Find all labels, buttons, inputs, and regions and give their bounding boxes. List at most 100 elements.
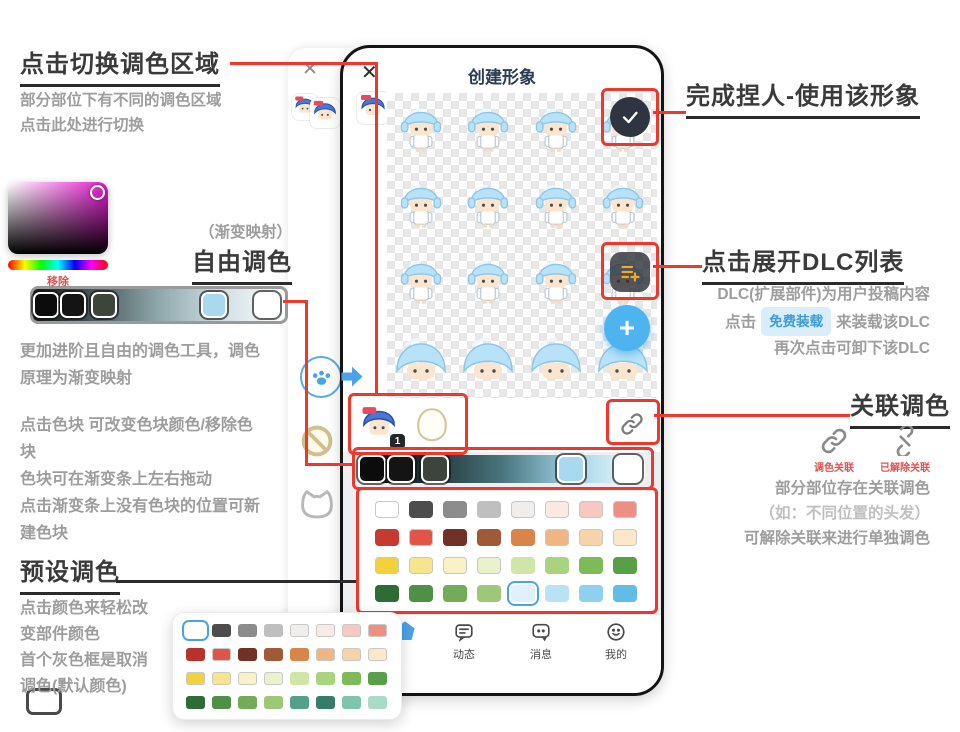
color-swatch[interactable] bbox=[545, 585, 569, 602]
character-sprite[interactable] bbox=[459, 254, 517, 312]
color-swatch[interactable] bbox=[375, 557, 399, 574]
color-swatch[interactable] bbox=[342, 696, 361, 709]
character-sprite[interactable] bbox=[459, 178, 517, 236]
gradient-stop-handle[interactable] bbox=[32, 292, 59, 318]
color-swatch[interactable] bbox=[342, 648, 361, 661]
color-swatch[interactable] bbox=[342, 624, 361, 637]
color-swatch[interactable] bbox=[316, 624, 335, 637]
color-swatch[interactable] bbox=[290, 624, 309, 637]
color-swatch[interactable] bbox=[613, 529, 637, 546]
color-swatch[interactable] bbox=[238, 672, 257, 685]
gradient-stop-handle[interactable] bbox=[90, 292, 117, 318]
character-sprite[interactable] bbox=[594, 178, 652, 236]
color-swatch[interactable] bbox=[212, 672, 231, 685]
color-swatch[interactable] bbox=[443, 557, 467, 574]
color-swatch[interactable] bbox=[511, 501, 535, 518]
gradient-stop-handle[interactable] bbox=[201, 292, 228, 318]
nav-messages[interactable]: 消息 bbox=[513, 621, 569, 662]
color-swatch[interactable] bbox=[212, 624, 231, 637]
color-swatch[interactable] bbox=[290, 672, 309, 685]
color-swatch[interactable] bbox=[443, 501, 467, 518]
color-swatch[interactable] bbox=[212, 648, 231, 661]
none-option-icon[interactable] bbox=[298, 422, 336, 460]
color-swatch[interactable] bbox=[238, 696, 257, 709]
color-swatch[interactable] bbox=[545, 501, 569, 518]
color-swatch[interactable] bbox=[477, 501, 501, 518]
character-sprite[interactable] bbox=[459, 102, 517, 160]
close-icon[interactable]: ✕ bbox=[361, 62, 378, 84]
color-swatch[interactable] bbox=[316, 648, 335, 661]
color-swatch[interactable] bbox=[579, 585, 603, 602]
color-swatch[interactable] bbox=[186, 672, 205, 685]
current-part-thumbnail[interactable] bbox=[357, 92, 389, 124]
color-swatch[interactable] bbox=[342, 672, 361, 685]
hue-slider[interactable] bbox=[8, 260, 108, 270]
color-swatch[interactable] bbox=[409, 557, 433, 574]
gradient-stop-handle[interactable] bbox=[386, 455, 415, 483]
color-swatch[interactable] bbox=[613, 501, 637, 518]
color-swatch[interactable] bbox=[511, 529, 535, 546]
color-swatch[interactable] bbox=[613, 585, 637, 602]
gradient-stop-handle[interactable] bbox=[557, 455, 586, 483]
color-swatch[interactable] bbox=[511, 557, 535, 574]
color-swatch[interactable] bbox=[375, 529, 399, 546]
gradient-stop-handle[interactable] bbox=[358, 455, 387, 483]
color-swatch[interactable] bbox=[368, 696, 387, 709]
color-swatch[interactable] bbox=[186, 648, 205, 661]
free-install-badge[interactable]: 免费装载 bbox=[761, 307, 832, 336]
color-swatch[interactable] bbox=[579, 529, 603, 546]
gradient-stop-handle[interactable] bbox=[420, 455, 449, 483]
saturation-value-picker[interactable] bbox=[8, 182, 108, 254]
color-swatch[interactable] bbox=[264, 624, 283, 637]
color-swatch[interactable] bbox=[264, 696, 283, 709]
picker-handle[interactable] bbox=[90, 185, 105, 200]
color-swatch[interactable] bbox=[613, 557, 637, 574]
gradient-map-bar[interactable] bbox=[358, 455, 645, 483]
color-swatch[interactable] bbox=[477, 557, 501, 574]
color-link-toggle-button[interactable] bbox=[615, 407, 649, 441]
color-swatch[interactable] bbox=[264, 648, 283, 661]
gradient-stop-handle[interactable] bbox=[60, 292, 87, 318]
color-swatch[interactable] bbox=[368, 648, 387, 661]
color-swatch[interactable] bbox=[375, 585, 399, 602]
paw-category-button[interactable] bbox=[300, 356, 342, 398]
color-swatch[interactable] bbox=[316, 696, 335, 709]
gradient-stop-handle[interactable] bbox=[254, 292, 281, 318]
color-swatch[interactable] bbox=[477, 529, 501, 546]
color-swatch[interactable] bbox=[477, 585, 501, 602]
color-swatch[interactable] bbox=[443, 529, 467, 546]
close-icon[interactable]: ✕ bbox=[302, 59, 318, 80]
character-sprite[interactable] bbox=[392, 254, 450, 312]
finish-confirm-button[interactable] bbox=[610, 97, 650, 137]
character-sprite[interactable] bbox=[392, 178, 450, 236]
color-swatch[interactable] bbox=[368, 624, 387, 637]
add-button[interactable]: + bbox=[604, 305, 650, 351]
color-swatch[interactable] bbox=[511, 585, 535, 602]
color-swatch[interactable] bbox=[579, 557, 603, 574]
tab-hair-area[interactable]: 1 bbox=[357, 403, 405, 449]
character-head-sprite[interactable] bbox=[389, 327, 453, 391]
color-swatch[interactable] bbox=[316, 672, 335, 685]
color-swatch[interactable] bbox=[545, 529, 569, 546]
tab-head-area[interactable] bbox=[411, 404, 453, 446]
color-swatch[interactable] bbox=[409, 501, 433, 518]
color-swatch[interactable] bbox=[186, 624, 205, 637]
remove-color-label[interactable]: 移除 bbox=[47, 276, 69, 288]
nav-me[interactable]: 我的 bbox=[588, 621, 644, 662]
color-swatch[interactable] bbox=[290, 648, 309, 661]
color-swatch[interactable] bbox=[545, 557, 569, 574]
gradient-stop-handle[interactable] bbox=[613, 455, 642, 483]
color-swatch[interactable] bbox=[375, 501, 399, 518]
color-swatch[interactable] bbox=[238, 648, 257, 661]
color-swatch[interactable] bbox=[186, 696, 205, 709]
color-swatch[interactable] bbox=[290, 696, 309, 709]
nav-feed[interactable]: 动态 bbox=[436, 621, 492, 662]
color-swatch[interactable] bbox=[579, 501, 603, 518]
color-swatch[interactable] bbox=[264, 672, 283, 685]
color-swatch[interactable] bbox=[212, 696, 231, 709]
color-swatch[interactable] bbox=[443, 585, 467, 602]
color-swatch[interactable] bbox=[238, 624, 257, 637]
dlc-list-button[interactable] bbox=[610, 252, 650, 292]
character-head-sprite[interactable] bbox=[524, 327, 588, 391]
character-head-sprite[interactable] bbox=[456, 327, 520, 391]
